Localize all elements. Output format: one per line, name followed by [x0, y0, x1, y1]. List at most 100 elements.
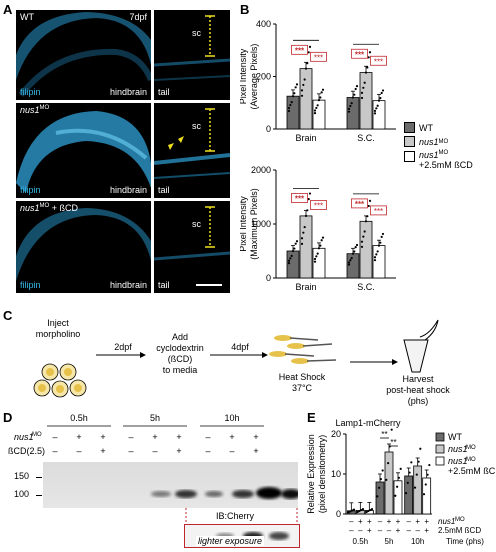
data-point [399, 467, 402, 470]
bar [359, 72, 373, 130]
sig-box [310, 51, 327, 62]
blot-image [43, 462, 301, 508]
data-point [378, 486, 381, 489]
data-point [321, 88, 325, 91]
data-point [380, 91, 383, 95]
data-point [385, 478, 388, 481]
condition-sign: + [76, 432, 81, 442]
bar [286, 95, 300, 130]
condition-sign: – [52, 432, 57, 442]
label-filipin: filipin [20, 280, 41, 290]
data-point [350, 256, 353, 260]
bar [384, 451, 394, 515]
time-label: 10h [224, 413, 239, 423]
condition-sign: + [152, 432, 157, 442]
condition-sign: – [128, 432, 133, 442]
legend-item-wt: WT [404, 122, 494, 133]
data-point [424, 483, 427, 486]
data-point [370, 508, 374, 511]
bar [346, 97, 360, 130]
data-point [287, 262, 291, 265]
condition-sign: + [424, 517, 429, 526]
data-point [347, 110, 351, 113]
sig-box [370, 205, 387, 216]
mw-tick [36, 495, 42, 496]
label-tail: tail [158, 87, 170, 97]
data-point [351, 96, 355, 99]
tube-icon [403, 319, 439, 373]
sig-box [291, 193, 308, 203]
condition-sign: – [349, 517, 354, 526]
data-point [356, 510, 359, 514]
tail-stain-shape [154, 206, 230, 286]
bar [404, 475, 414, 515]
data-point [315, 255, 318, 258]
data-point [294, 86, 297, 89]
data-point [308, 45, 312, 48]
legend-swatch [435, 444, 445, 454]
micrograph-wt-hindbrain: WT 7dpf filipin hindbrain [16, 10, 151, 100]
condition-sign: – [358, 526, 363, 535]
data-point [351, 509, 354, 512]
y-tick-label: 1000 [251, 219, 271, 229]
y-axis-label: (Average Pixels) [249, 44, 259, 110]
x-tick-label: Brain [295, 133, 316, 143]
label-tail: tail [158, 280, 170, 290]
bar [312, 99, 326, 130]
tail-stain-shape [154, 108, 230, 179]
condition-sign: + [367, 517, 372, 526]
condition-sign: + [100, 432, 105, 442]
data-point [295, 83, 299, 86]
bar [346, 253, 360, 279]
data-point [367, 509, 370, 513]
data-point [406, 481, 409, 484]
data-point [300, 242, 304, 245]
y-axis-label: (pixel densitometry) [317, 435, 327, 514]
time-label: 10h [411, 537, 424, 546]
data-point [364, 220, 368, 223]
micrograph-nus1mo-bcd-hindbrain: nus1MO + ßCD filipin hindbrain [16, 201, 151, 293]
y-tick-label: 20 [331, 429, 341, 439]
data-point [368, 199, 372, 202]
label-hindbrain: hindbrain [109, 87, 147, 97]
row-label-sup: MO [32, 432, 42, 438]
data-point [376, 495, 379, 498]
y-tick-label: 0 [266, 124, 271, 134]
embryo-icon [33, 363, 87, 398]
data-point [360, 91, 364, 94]
data-point [294, 242, 297, 245]
condition-sign: – [378, 526, 383, 535]
bar [299, 68, 313, 130]
data-point [320, 91, 323, 94]
data-point [415, 473, 418, 476]
legend-swatch [404, 151, 415, 162]
data-point [428, 463, 431, 467]
data-point [404, 492, 408, 495]
data-point [364, 71, 368, 74]
data-point [379, 241, 382, 244]
legend-label: nus1 [448, 456, 468, 466]
label-filipin: filipin [20, 185, 41, 195]
data-point [291, 249, 295, 253]
data-point [352, 508, 356, 511]
condition-sign: + [358, 517, 363, 526]
y-tick-label: 0 [266, 273, 271, 283]
condition-sign: – [406, 517, 411, 526]
data-point [308, 192, 312, 195]
chart-title: Lamp1-mCherry [335, 418, 401, 428]
data-point [287, 109, 291, 113]
panel-label-e: E [307, 410, 316, 425]
data-point [315, 106, 318, 110]
data-point [287, 259, 291, 262]
data-point [321, 236, 325, 239]
hindbrain-stain-shape [16, 12, 151, 97]
data-point [366, 66, 369, 69]
data-point [349, 104, 352, 108]
sig-label: *** [314, 202, 323, 211]
data-point [376, 250, 379, 253]
